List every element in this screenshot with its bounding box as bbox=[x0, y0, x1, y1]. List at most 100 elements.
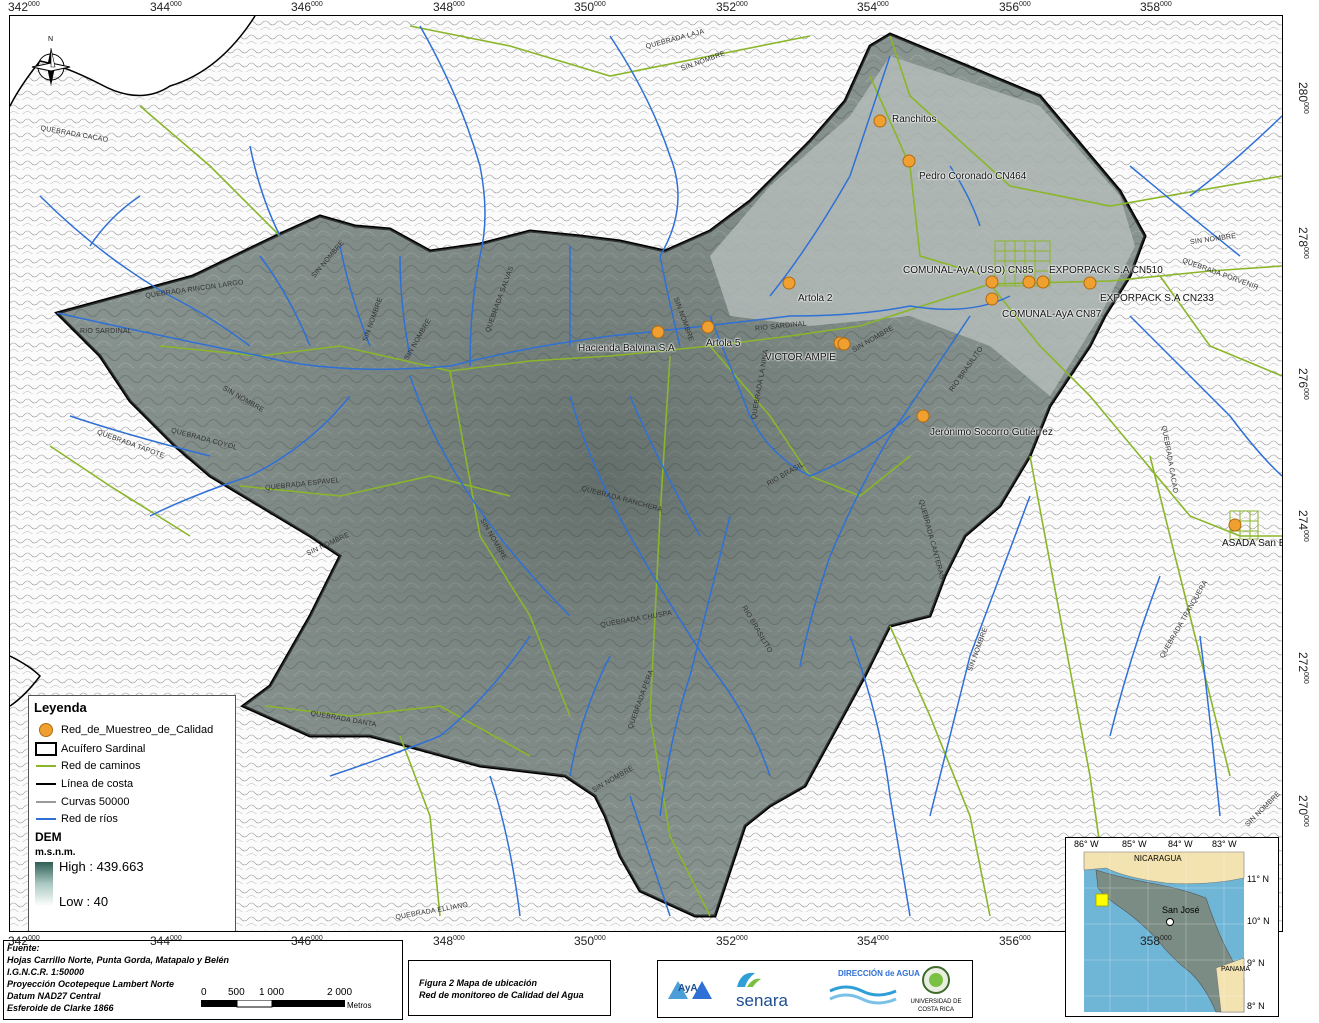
source-line: Fuente: bbox=[7, 943, 40, 953]
scale-label-0: 0 bbox=[201, 987, 207, 998]
north-arrow-icon bbox=[31, 47, 71, 86]
dem-high: High : 439.663 bbox=[59, 859, 144, 874]
inset-canvas bbox=[1083, 851, 1245, 1013]
inset-lat-label: 10° N bbox=[1247, 916, 1270, 926]
dem-color-ramp bbox=[35, 862, 53, 906]
dem-unit: m.s.n.m. bbox=[35, 847, 76, 858]
source-panel: Fuente: Hojas Carrillo Norte, Punta Gord… bbox=[3, 940, 403, 1020]
aya-logo-text: AyA bbox=[678, 983, 698, 994]
x-tick-label-top: 352000 bbox=[716, 0, 748, 14]
inset-lat-label: 11° N bbox=[1247, 874, 1269, 884]
map-canvas bbox=[10, 16, 1282, 931]
inset-lon-label: 84° W bbox=[1168, 839, 1193, 849]
sample-point-marker[interactable] bbox=[985, 292, 999, 306]
x-tick-label-top: 354000 bbox=[857, 0, 889, 14]
sample-label-artola-2: Artola 2 bbox=[798, 293, 833, 304]
inset-country-panama: PANAMA bbox=[1221, 966, 1251, 973]
x-tick-label-bottom: 348000 bbox=[433, 934, 465, 948]
figure-caption-panel: Figura 2 Mapa de ubicación Red de monito… bbox=[408, 960, 611, 1016]
sample-point-marker[interactable] bbox=[1083, 276, 1097, 290]
scale-label-500: 500 bbox=[228, 987, 245, 998]
sample-point-marker[interactable] bbox=[651, 325, 665, 339]
x-tick-label-bottom: 350000 bbox=[574, 934, 606, 948]
x-tick-label-bottom: 344000 bbox=[150, 934, 182, 948]
sample-point-marker[interactable] bbox=[837, 337, 851, 351]
river-line-icon bbox=[36, 818, 56, 820]
sample-label-ranchitos: Ranchitos bbox=[892, 114, 937, 125]
sample-label-jeronimo: Jerónimo Socorro Gutiérrez bbox=[930, 427, 1053, 438]
legend-item-coast: Línea de costa bbox=[35, 776, 133, 792]
sample-point-marker[interactable] bbox=[1228, 518, 1242, 532]
direccion-agua-logo-icon bbox=[829, 985, 897, 1005]
sample-point-marker[interactable] bbox=[985, 275, 999, 289]
sample-point-marker[interactable] bbox=[916, 409, 930, 423]
figure-subtitle: Red de monitoreo de Calidad del Agua bbox=[419, 990, 584, 1000]
aquifer-box-icon bbox=[35, 742, 57, 756]
x-tick-label-bottom: 356000 bbox=[999, 934, 1031, 948]
coastline bbox=[10, 16, 256, 107]
x-tick-label-bottom: 354000 bbox=[857, 934, 889, 948]
legend-label: Red de ríos bbox=[61, 813, 118, 825]
dem-low: Low : 40 bbox=[59, 894, 109, 909]
legend-item-roads: Red de caminos bbox=[35, 758, 141, 774]
x-tick-label-top: 356000 bbox=[999, 0, 1031, 14]
legend-item-contours: Curvas 50000 bbox=[35, 794, 130, 810]
sample-label-comunal-87: COMUNAL-AyA CN87 bbox=[1002, 309, 1102, 320]
y-tick-label: 280000 bbox=[1296, 82, 1310, 114]
sample-point-marker[interactable] bbox=[1022, 275, 1036, 289]
aya-logo-icon bbox=[668, 981, 712, 999]
y-tick-label: 278000 bbox=[1296, 227, 1310, 259]
sample-point-marker[interactable] bbox=[873, 114, 887, 128]
sample-point-marker[interactable] bbox=[701, 320, 715, 334]
sample-point-marker[interactable] bbox=[782, 276, 796, 290]
source-line: Hojas Carrillo Norte, Punta Gorda, Matap… bbox=[7, 955, 230, 965]
logos-panel: AyA senara DIRECCIÓN de AGUA UNIVERSIDAD… bbox=[657, 960, 973, 1018]
sample-label-pedro-coronado: Pedro Coronado CN464 bbox=[919, 171, 1027, 182]
y-tick-label: 270000 bbox=[1296, 795, 1310, 827]
x-tick-label-bottom: 352000 bbox=[716, 934, 748, 948]
town-grid-sardinal bbox=[994, 240, 1051, 287]
scale-unit: Metros bbox=[347, 1001, 372, 1010]
x-tick-label-bottom: 358000 bbox=[1140, 934, 1172, 948]
y-tick-label: 272000 bbox=[1296, 652, 1310, 684]
inset-capital: San José bbox=[1162, 905, 1200, 915]
sample-point-marker[interactable] bbox=[902, 154, 916, 168]
inset-lon-label: 86° W bbox=[1074, 839, 1099, 849]
legend-item-aquifer: Acuífero Sardinal bbox=[35, 741, 145, 757]
y-tick-label: 274000 bbox=[1296, 510, 1310, 542]
scale-label-1000: 1 000 bbox=[259, 987, 285, 998]
inset-locator-map: 86° W 85° W 84° W 83° W 11° N 10° N 9° N… bbox=[1065, 837, 1279, 1017]
sample-point-icon bbox=[39, 723, 53, 737]
road-line-icon bbox=[36, 765, 56, 767]
map-legend: Leyenda Red_de_Muestreo_de_Calidad Acuíf… bbox=[28, 695, 236, 931]
sample-label-asada-san-blas: ASADA San Blas bbox=[1222, 538, 1282, 549]
valley-plain bbox=[710, 56, 1135, 396]
sample-label-exporpack-233: EXPORPACK S.A CN233 bbox=[1100, 293, 1214, 304]
sample-label-artola-5: Artola 5 bbox=[706, 338, 741, 349]
y-tick-label: 276000 bbox=[1296, 368, 1310, 400]
x-tick-label-top: 350000 bbox=[574, 0, 606, 14]
x-tick-label-bottom: 342000 bbox=[8, 934, 40, 948]
inset-lat-label: 8° N bbox=[1247, 1001, 1265, 1011]
x-tick-label-top: 348000 bbox=[433, 0, 465, 14]
ucr-seal-icon bbox=[922, 966, 950, 994]
sample-label-hacienda-balvina: Hacienda Balvina S.A bbox=[578, 343, 675, 354]
legend-label: Línea de costa bbox=[61, 778, 134, 790]
legend-item-rivers: Red de ríos bbox=[35, 811, 118, 827]
dem-title: DEM bbox=[35, 830, 62, 844]
senara-logo-text: senara bbox=[736, 991, 788, 1010]
inset-lon-label: 85° W bbox=[1122, 839, 1147, 849]
sample-label-victor-ampie: VICTOR AMPIE bbox=[765, 352, 836, 363]
x-tick-label-top: 358000 bbox=[1140, 0, 1172, 14]
inset-lon-label: 83° W bbox=[1212, 839, 1237, 849]
legend-label: Curvas 50000 bbox=[61, 796, 130, 808]
scale-bar bbox=[201, 1000, 345, 1008]
sample-point-marker[interactable] bbox=[1036, 275, 1050, 289]
x-tick-label-top: 342000 bbox=[8, 0, 40, 14]
source-line: I.G.N.C.R. 1:50000 bbox=[7, 967, 85, 977]
map-frame: Ranchitos Pedro Coronado CN464 COMUNAL-A… bbox=[9, 15, 1283, 932]
river-network bbox=[39, 25, 1282, 917]
contour-line-icon bbox=[36, 801, 56, 803]
sample-label-comunal-uso: COMUNAL-AyA (USO) CN85 bbox=[903, 265, 1034, 276]
legend-label: Red_de_Muestreo_de_Calidad bbox=[61, 724, 214, 736]
